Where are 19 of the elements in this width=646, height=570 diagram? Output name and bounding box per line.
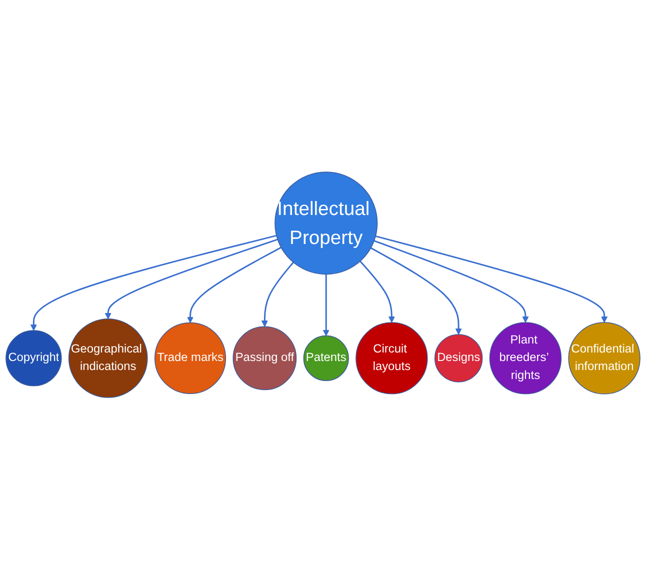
arrow (104, 239, 278, 320)
node-circle: Trade marks (154, 322, 226, 394)
arrow (261, 262, 294, 328)
arrow (322, 274, 330, 336)
arrow (370, 248, 462, 336)
arrow (186, 247, 282, 324)
arrow (360, 261, 395, 324)
node-circle: Geographical indications (68, 318, 148, 398)
node-circle: Copyright (6, 330, 62, 387)
arrow (30, 235, 277, 332)
node-circle: Circuit layouts (356, 322, 428, 395)
node-circle: Confidential information (568, 322, 640, 395)
arrow (375, 236, 608, 324)
node-circle: Patents (303, 336, 349, 382)
node-circle: Plant breeders’ rights (489, 322, 562, 395)
node-circle: Passing off (232, 326, 297, 390)
arrow (374, 240, 529, 324)
node-circle: Designs (434, 334, 483, 383)
node-circle: Intellectual Property (274, 172, 378, 275)
